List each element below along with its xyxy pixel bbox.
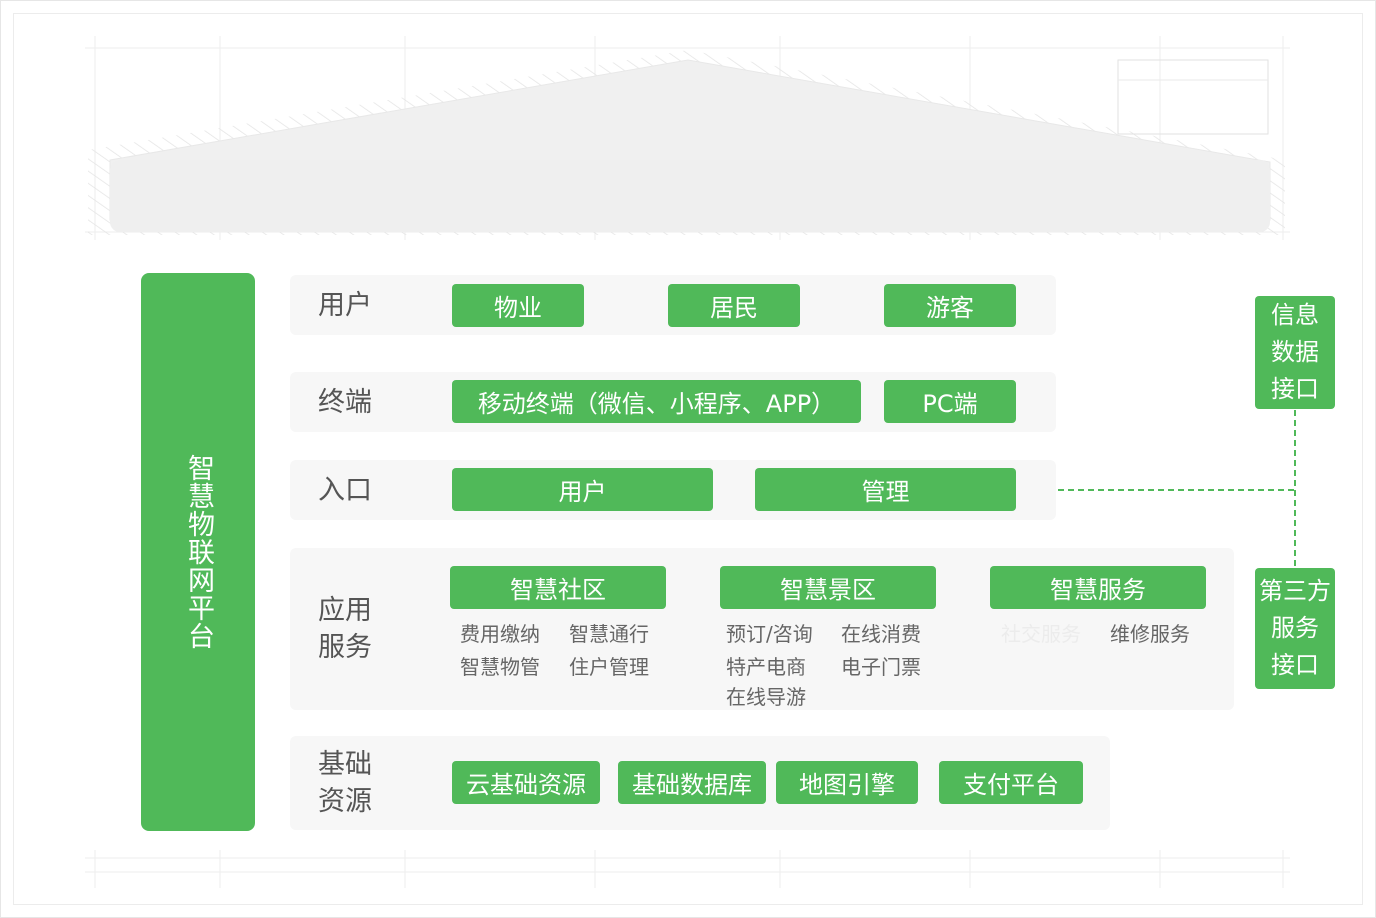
service-social[interactable]: 社交服务 [1001,622,1081,646]
visitor-button[interactable]: 游客 [884,284,1016,327]
platform-label: 智慧物联网平台 [183,454,214,650]
property-button[interactable]: 物业 [452,284,584,327]
apps-row-label: 应用 服务 [318,595,372,663]
service-specialty-ecommerce[interactable]: 特产电商 [726,655,806,679]
platform-bar: 智慧物联网平台 [141,273,255,831]
smart-community-button[interactable]: 智慧社区 [450,566,666,609]
inner-frame [13,13,1363,905]
entry-admin-button[interactable]: 管理 [755,468,1016,511]
map-engine-button[interactable]: 地图引擎 [776,761,918,804]
base-database-button[interactable]: 基础数据库 [618,761,766,804]
service-smart-property[interactable]: 智慧物管 [460,655,540,679]
pc-terminal-button[interactable]: PC端 [884,380,1016,423]
service-resident-management[interactable]: 住户管理 [569,655,649,679]
resident-button[interactable]: 居民 [668,284,800,327]
entry-row-label: 入口 [318,475,372,506]
users-row-label: 用户 [318,290,372,321]
cloud-resources-button[interactable]: 云基础资源 [452,761,600,804]
base-row-label: 基础 资源 [318,749,372,817]
service-online-consumption[interactable]: 在线消费 [841,622,921,646]
info-data-interface-box[interactable]: 信息 数据 接口 [1255,296,1335,409]
service-online-guide[interactable]: 在线导游 [726,685,806,709]
service-maintenance[interactable]: 维修服务 [1110,622,1190,646]
service-booking[interactable]: 预订/咨询 [726,622,813,646]
smart-scenic-button[interactable]: 智慧景区 [720,566,936,609]
payment-platform-button[interactable]: 支付平台 [939,761,1083,804]
third-party-interface-box[interactable]: 第三方 服务 接口 [1255,568,1335,689]
smart-service-button[interactable]: 智慧服务 [990,566,1206,609]
entry-user-button[interactable]: 用户 [452,468,713,511]
service-fee-payment[interactable]: 费用缴纳 [460,622,540,646]
mobile-terminal-button[interactable]: 移动终端（微信、小程序、APP） [452,380,861,423]
service-smart-access[interactable]: 智慧通行 [569,622,649,646]
service-e-ticket[interactable]: 电子门票 [841,655,921,679]
terminals-row-label: 终端 [318,387,372,418]
